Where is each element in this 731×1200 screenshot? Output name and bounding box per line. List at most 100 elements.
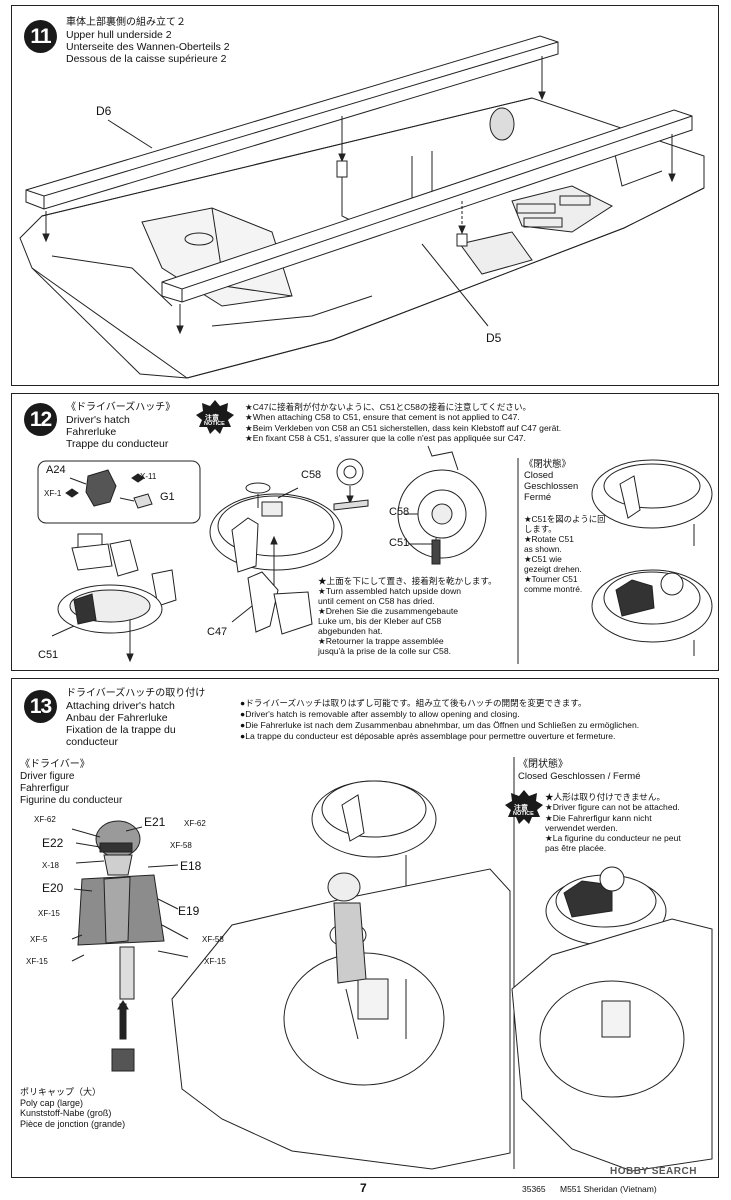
- step-number: 11: [24, 20, 57, 53]
- note-line: jusqu'à la prise de la colle sur C58.: [318, 646, 452, 656]
- removable-info: ●ドライバーズハッチは取りはずし可能です。組み立て後もハッチの開閉を変更できます…: [240, 698, 639, 742]
- rotate-line: ★C51を図のように回します。: [524, 514, 606, 534]
- note-line: verwendet werden.: [545, 822, 618, 833]
- note-line: until cement on C58 has dried.: [318, 596, 435, 606]
- note-line: ★上面を下にして置き、接着剤を乾かします。: [318, 576, 497, 586]
- title-jp: 《ドライバーズハッチ》: [66, 402, 176, 413]
- title-en: Upper hull underside 2: [66, 29, 172, 41]
- rotate-line: ★C51 wie: [524, 554, 562, 564]
- part-label-e22: E22: [42, 836, 64, 850]
- step-12-panel: 12 《ドライバーズハッチ》 Driver's hatch Fahrerluke…: [11, 393, 719, 671]
- note-line: ★Driver figure can not be attached.: [545, 802, 680, 813]
- paint-label-xf62-left: XF-62: [34, 815, 56, 824]
- note-line: ★Retourner la trappe assemblée: [318, 636, 444, 646]
- rotate-line: as shown.: [524, 544, 562, 554]
- title-fr: Dessous de la caisse supérieure 2: [66, 53, 227, 65]
- note-line: ★Drehen Sie die zusammengebaute: [318, 606, 459, 616]
- title-en: Driver's hatch: [66, 414, 130, 426]
- polycap-jp: ポリキャップ（大）: [20, 1087, 102, 1097]
- footer-code: 35365: [522, 1184, 546, 1194]
- info-line-de: ●Die Fahrerluke ist nach dem Zusammenbau…: [240, 720, 640, 730]
- part-label-c51-detail: C51: [389, 537, 410, 549]
- paint-label-xf5: XF-5: [30, 935, 48, 944]
- part-label-e20: E20: [42, 881, 64, 895]
- paint-label-xf15-bottom-right: XF-15: [204, 957, 226, 966]
- notice-line-jp: ★C47に接着剤が付かないように、C51とC58の接着に注意してください。: [245, 402, 532, 412]
- step-title: ドライバーズハッチの取り付け Attaching driver's hatch …: [66, 688, 205, 748]
- part-label-e19: E19: [178, 904, 200, 918]
- driver-heading-fr: Figurine du conducteur: [20, 795, 123, 806]
- title-en: Attaching driver's hatch: [66, 700, 175, 712]
- driver-heading-en: Driver figure: [20, 771, 75, 782]
- closed-heading-en: Closed: [524, 469, 554, 480]
- driver-heading-de: Fahrerfigur: [20, 783, 69, 794]
- title-jp: ドライバーズハッチの取り付け: [66, 688, 206, 699]
- closed-heading-jp: 《閉状態》: [518, 759, 568, 770]
- closed-heading-jp: 《閉状態》: [524, 458, 571, 469]
- notice-line-en: ★When attaching C58 to C51, ensure that …: [245, 412, 520, 423]
- note-line: pas être placée.: [545, 843, 607, 854]
- figure-not-attached-note: ★人形は取り付けできません。 ★Driver figure can not be…: [545, 792, 681, 854]
- title-de: Fahrerluke: [66, 426, 117, 438]
- polycap-fr: Pièce de jonction (grande): [20, 1118, 126, 1129]
- note-line: Luke um, bis der Kleber auf C58: [318, 616, 442, 626]
- closed-heading-fr: Fermé: [524, 491, 552, 502]
- step-13-panel: 13 ドライバーズハッチの取り付け Attaching driver's hat…: [11, 678, 719, 1178]
- paint-label-xf58-top: XF-58: [170, 841, 192, 850]
- paint-label-xf1: XF-1: [44, 489, 62, 498]
- note-line: ★人形は取り付けできません。: [545, 792, 666, 802]
- upper-hull-drawing: [19, 35, 705, 379]
- title-de: Unterseite des Wannen-Oberteils 2: [66, 41, 230, 53]
- watermark-text: HOBBY SEARCH: [610, 1166, 697, 1177]
- note-line: ★Turn assembled hatch upside down: [318, 586, 462, 596]
- rotate-line: ★Tourner C51: [524, 574, 578, 584]
- notice-text: ★C47に接着剤が付かないように、C51とC58の接着に注意してください。 ★W…: [245, 402, 561, 444]
- polycap-label: ポリキャップ（大） Poly cap (large) Kunststoff-Na…: [20, 1087, 125, 1129]
- driver-heading-jp: 《ドライバー》: [20, 759, 90, 770]
- upside-down-note: ★上面を下にして置き、接着剤を乾かします。 ★Turn assembled ha…: [318, 576, 497, 656]
- rotate-line: gezeigt drehen.: [524, 564, 582, 574]
- page-number: 7: [360, 1181, 367, 1195]
- rotate-note: ★C51を図のように回します。 ★Rotate C51 as shown. ★C…: [524, 514, 612, 594]
- polycap-en: Poly cap (large): [20, 1097, 84, 1108]
- closed-heading: 《閉状態》 Closed Geschlossen Fermé: [524, 458, 578, 502]
- footer-model: M551 Sheridan (Vietnam): [560, 1184, 657, 1194]
- part-label-c58: C58: [301, 469, 322, 481]
- part-label-e18: E18: [180, 859, 202, 873]
- step-11-panel: 11 車体上部裏側の組み立て２ Upper hull underside 2 U…: [11, 5, 719, 386]
- part-label-d6: D6: [96, 104, 112, 118]
- part-label-c51: C51: [38, 649, 59, 661]
- notice-badge: [196, 400, 234, 434]
- closed-heading-en: Closed: [518, 771, 548, 782]
- rotate-line: ★Rotate C51: [524, 534, 574, 544]
- step-title: 《ドライバーズハッチ》 Driver's hatch Fahrerluke Tr…: [66, 402, 175, 450]
- paint-label-xf58-mid: XF-58: [202, 935, 224, 944]
- part-label-d5: D5: [486, 331, 502, 345]
- info-line-fr: ●La trappe du conducteur est déposable a…: [240, 731, 616, 741]
- note-line: abgebunden hat.: [318, 626, 383, 636]
- closed-heading: 《閉状態》 Closed Geschlossen / Fermé: [518, 759, 641, 783]
- notice-word: NOTICE: [204, 421, 225, 427]
- title-fr-2: conducteur: [66, 736, 118, 748]
- title-fr: Trappe du conducteur: [66, 438, 169, 450]
- note-line: ★Die Fahrerfigur kann nicht: [545, 812, 652, 823]
- step-number: 12: [24, 403, 57, 436]
- notice-label: 注意: [514, 805, 528, 812]
- note-line: ★La figurine du conducteur ne peut: [545, 833, 681, 844]
- notice-label: 注意: [205, 415, 219, 422]
- info-line-en: ●Driver's hatch is removable after assem…: [240, 709, 520, 719]
- paint-label-xf62-right: XF-62: [184, 819, 206, 828]
- polycap-de: Kunststoff-Nabe (groß): [20, 1108, 112, 1118]
- hatch-drawings: [37, 400, 713, 664]
- part-label-a24: A24: [46, 464, 66, 476]
- step-title: 車体上部裏側の組み立て２ Upper hull underside 2 Unte…: [66, 17, 230, 65]
- info-line-jp: ●ドライバーズハッチは取りはずし可能です。組み立て後もハッチの開閉を変更できます…: [240, 698, 587, 708]
- title-de: Anbau der Fahrerluke: [66, 712, 168, 724]
- closed-heading-de: Geschlossen: [524, 480, 579, 491]
- paint-label-x18: X-18: [42, 861, 59, 870]
- closed-heading-line: Closed Geschlossen / Fermé: [518, 771, 641, 783]
- notice-word: NOTICE: [513, 811, 534, 817]
- notice-line-fr: ★En fixant C58 à C51, s'assurer que la c…: [245, 433, 526, 444]
- driver-heading: 《ドライバー》 Driver figure Fahrerfigur Figuri…: [20, 759, 122, 807]
- part-label-g1: G1: [160, 491, 175, 503]
